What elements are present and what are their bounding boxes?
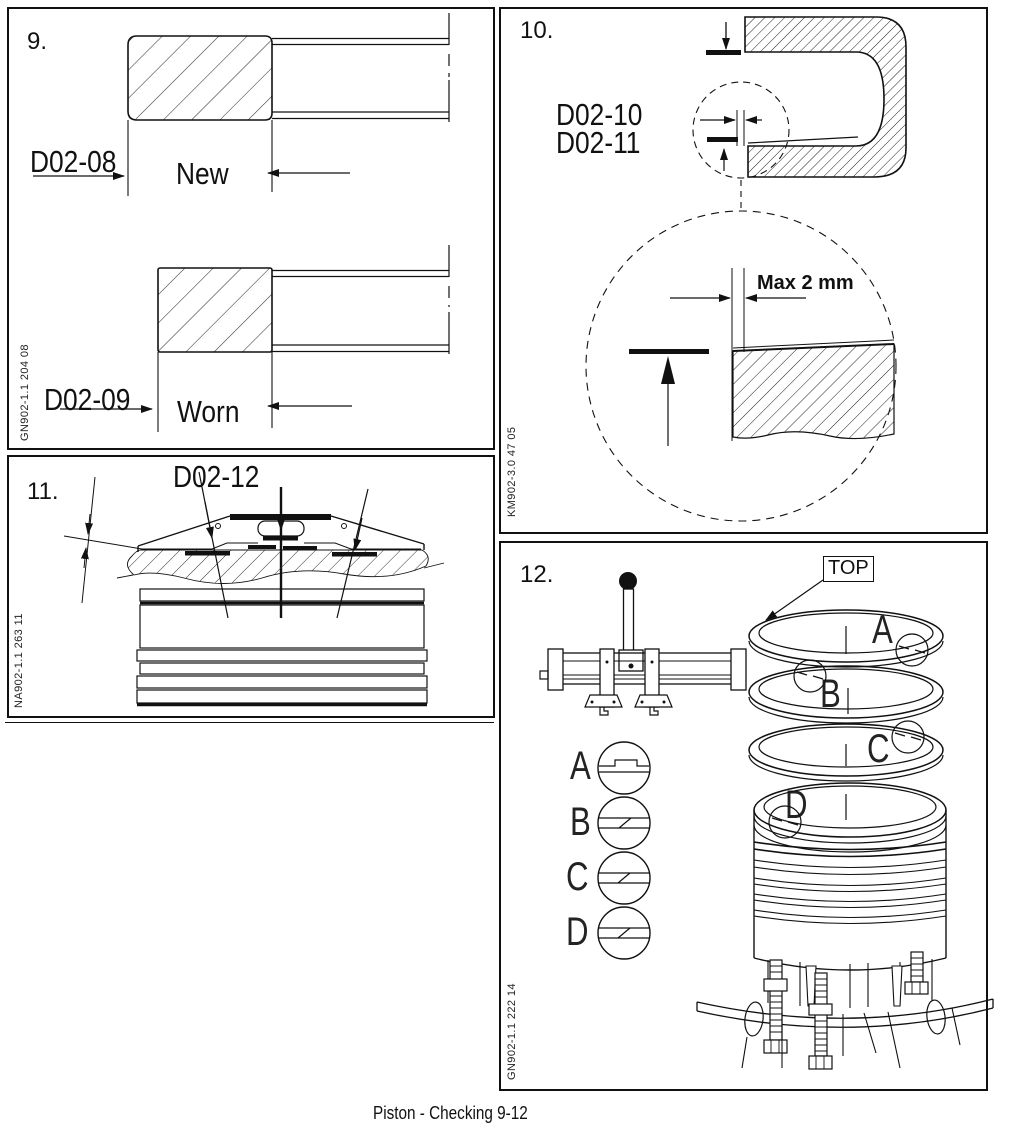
clearance-code-d02-12: D02-12 — [173, 459, 260, 494]
panel-12-number: 12. — [520, 561, 554, 588]
ring-d-label: D — [785, 783, 808, 827]
divider-line — [5, 722, 494, 723]
panel-10-figure-ref: KM902-3.0 47 05 — [506, 426, 518, 517]
panel-9-figure-ref: GN902-1.1 204 08 — [19, 344, 31, 441]
new-ring-label: New — [176, 156, 229, 191]
clearance-code-d02-09: D02-09 — [44, 382, 131, 417]
gap-detail-c-label: C — [566, 855, 589, 899]
panel-11-figure-ref: NA902-1.1 263 11 — [13, 613, 25, 708]
gap-detail-a-label: A — [570, 744, 591, 788]
panel-10-frame — [499, 7, 988, 534]
worn-ring-label: Worn — [177, 394, 240, 429]
panel-11-number: 11. — [27, 478, 59, 505]
clearance-code-d02-08: D02-08 — [30, 144, 117, 179]
ring-c-label: C — [867, 727, 890, 771]
top-marking-label: TOP — [823, 556, 874, 582]
clearance-code-d02-10: D02-10 — [556, 97, 643, 132]
panel-12-figure-ref: GN902-1.1 222 14 — [506, 983, 518, 1080]
panel-9-number: 9. — [27, 28, 48, 55]
panel-10-number: 10. — [520, 17, 554, 44]
gap-detail-d-label: D — [566, 910, 589, 954]
max-gap-note: Max 2 mm — [757, 272, 854, 294]
gap-detail-b-label: B — [570, 800, 591, 844]
page-caption: Piston - Checking 9-12 — [373, 1103, 528, 1123]
ring-b-label: B — [820, 672, 841, 716]
clearance-code-d02-11: D02-11 — [556, 125, 641, 160]
ring-a-label: A — [872, 608, 893, 652]
